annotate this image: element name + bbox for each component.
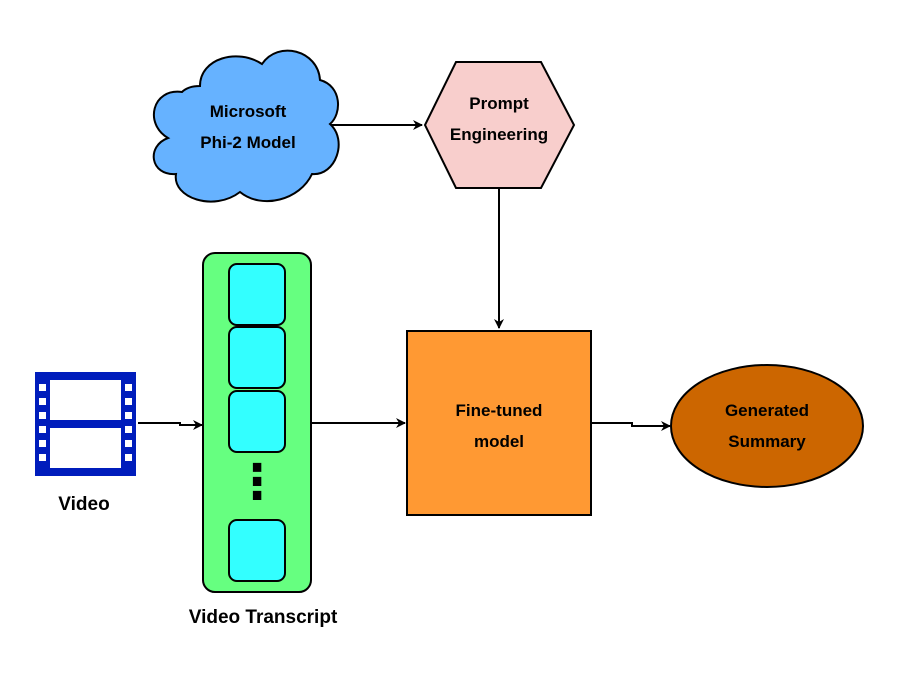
prompt-label-line2: Engineering <box>450 125 548 144</box>
film-strip-icon <box>35 372 136 476</box>
edges <box>138 120 671 431</box>
cloud-shape <box>152 49 340 203</box>
square-shape <box>406 330 592 516</box>
edge-finetuned-to-summary <box>591 421 671 431</box>
video-transcript-node: ⋮ <box>202 252 312 593</box>
video-caption: Video <box>58 494 109 515</box>
ellipse-shape <box>670 364 864 488</box>
phi2-label-line1: Microsoft <box>210 102 287 121</box>
transcript-segment <box>228 263 286 326</box>
transcript-segment <box>228 326 286 389</box>
hexagon-shape <box>423 61 576 189</box>
edge-video-to-transcript <box>138 420 203 430</box>
summary-label-line2: Summary <box>728 432 806 451</box>
prompt-label-line1: Prompt <box>469 94 529 113</box>
finetuned-label-line2: model <box>474 432 524 451</box>
transcript-segment <box>228 519 286 582</box>
transcript-ellipsis: ⋮ <box>233 456 281 509</box>
summary-label-line1: Generated <box>725 401 809 420</box>
fine-tuned-model-node: Fine-tuned model <box>406 330 592 516</box>
prompt-engineering-node: Prompt Engineering <box>423 61 576 189</box>
finetuned-label-line1: Fine-tuned <box>456 401 543 420</box>
phi2-label-line2: Phi-2 Model <box>200 133 295 152</box>
phi2-model-node: Microsoft Phi-2 Model <box>152 49 340 203</box>
generated-summary-node: Generated Summary <box>670 364 864 488</box>
transcript-caption: Video Transcript <box>189 607 338 628</box>
transcript-segment <box>228 390 286 453</box>
